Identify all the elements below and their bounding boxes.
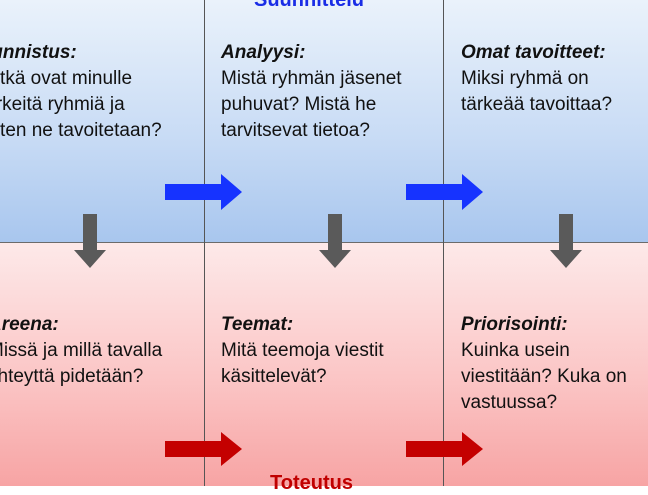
- column-divider-2: [443, 0, 444, 486]
- cell-title: Omat tavoitteet:: [461, 42, 606, 63]
- arrow-right-icon: [165, 174, 242, 210]
- arrow-down-icon: [319, 214, 351, 268]
- cell-title: Analyysi:: [221, 42, 306, 63]
- execution-label: Toteutus: [270, 472, 353, 494]
- cell-priorisointi: Priorisointi: Kuinka usein viestitään? K…: [461, 312, 627, 416]
- planning-label: Suunnittelu: [254, 0, 364, 11]
- cell-tunnistus: Tunnistus: Mitkä ovat minulle tärkeitä r…: [0, 40, 162, 144]
- planning-band: [0, 0, 648, 243]
- arrow-down-icon: [74, 214, 106, 268]
- cell-text: Mitkä ovat minulle tärkeitä ryhmiä ja mi…: [0, 68, 162, 141]
- arrow-down-icon: [550, 214, 582, 268]
- execution-band: [0, 243, 648, 486]
- cell-text: Mitä teemoja viestit käsittelevät?: [221, 340, 384, 387]
- cell-tavoitteet: Omat tavoitteet: Miksi ryhmä on tärkeää …: [461, 40, 612, 118]
- arrow-right-icon: [406, 174, 483, 210]
- cell-teemat: Teemat: Mitä teemoja viestit käsittelevä…: [221, 312, 384, 390]
- cell-title: Teemat:: [221, 314, 294, 335]
- cell-title: Priorisointi:: [461, 314, 568, 335]
- arrow-right-icon: [165, 432, 242, 466]
- cell-text: Mistä ryhmän jäsenet puhuvat? Mistä he t…: [221, 68, 402, 141]
- cell-text: Kuinka usein viestitään? Kuka on vastuus…: [461, 340, 627, 413]
- cell-analyysi: Analyysi: Mistä ryhmän jäsenet puhuvat? …: [221, 40, 402, 144]
- phase-divider: [0, 242, 648, 243]
- arrow-right-icon: [406, 432, 483, 466]
- column-divider-1: [204, 0, 205, 486]
- cell-areena: Areena: Missä ja millä tavalla yhteyttä …: [0, 312, 162, 390]
- cell-title: Tunnistus:: [0, 42, 77, 63]
- cell-title: Areena:: [0, 314, 59, 335]
- cell-text: Miksi ryhmä on tärkeää tavoittaa?: [461, 68, 613, 115]
- cell-text: Missä ja millä tavalla yhteyttä pidetään…: [0, 340, 163, 387]
